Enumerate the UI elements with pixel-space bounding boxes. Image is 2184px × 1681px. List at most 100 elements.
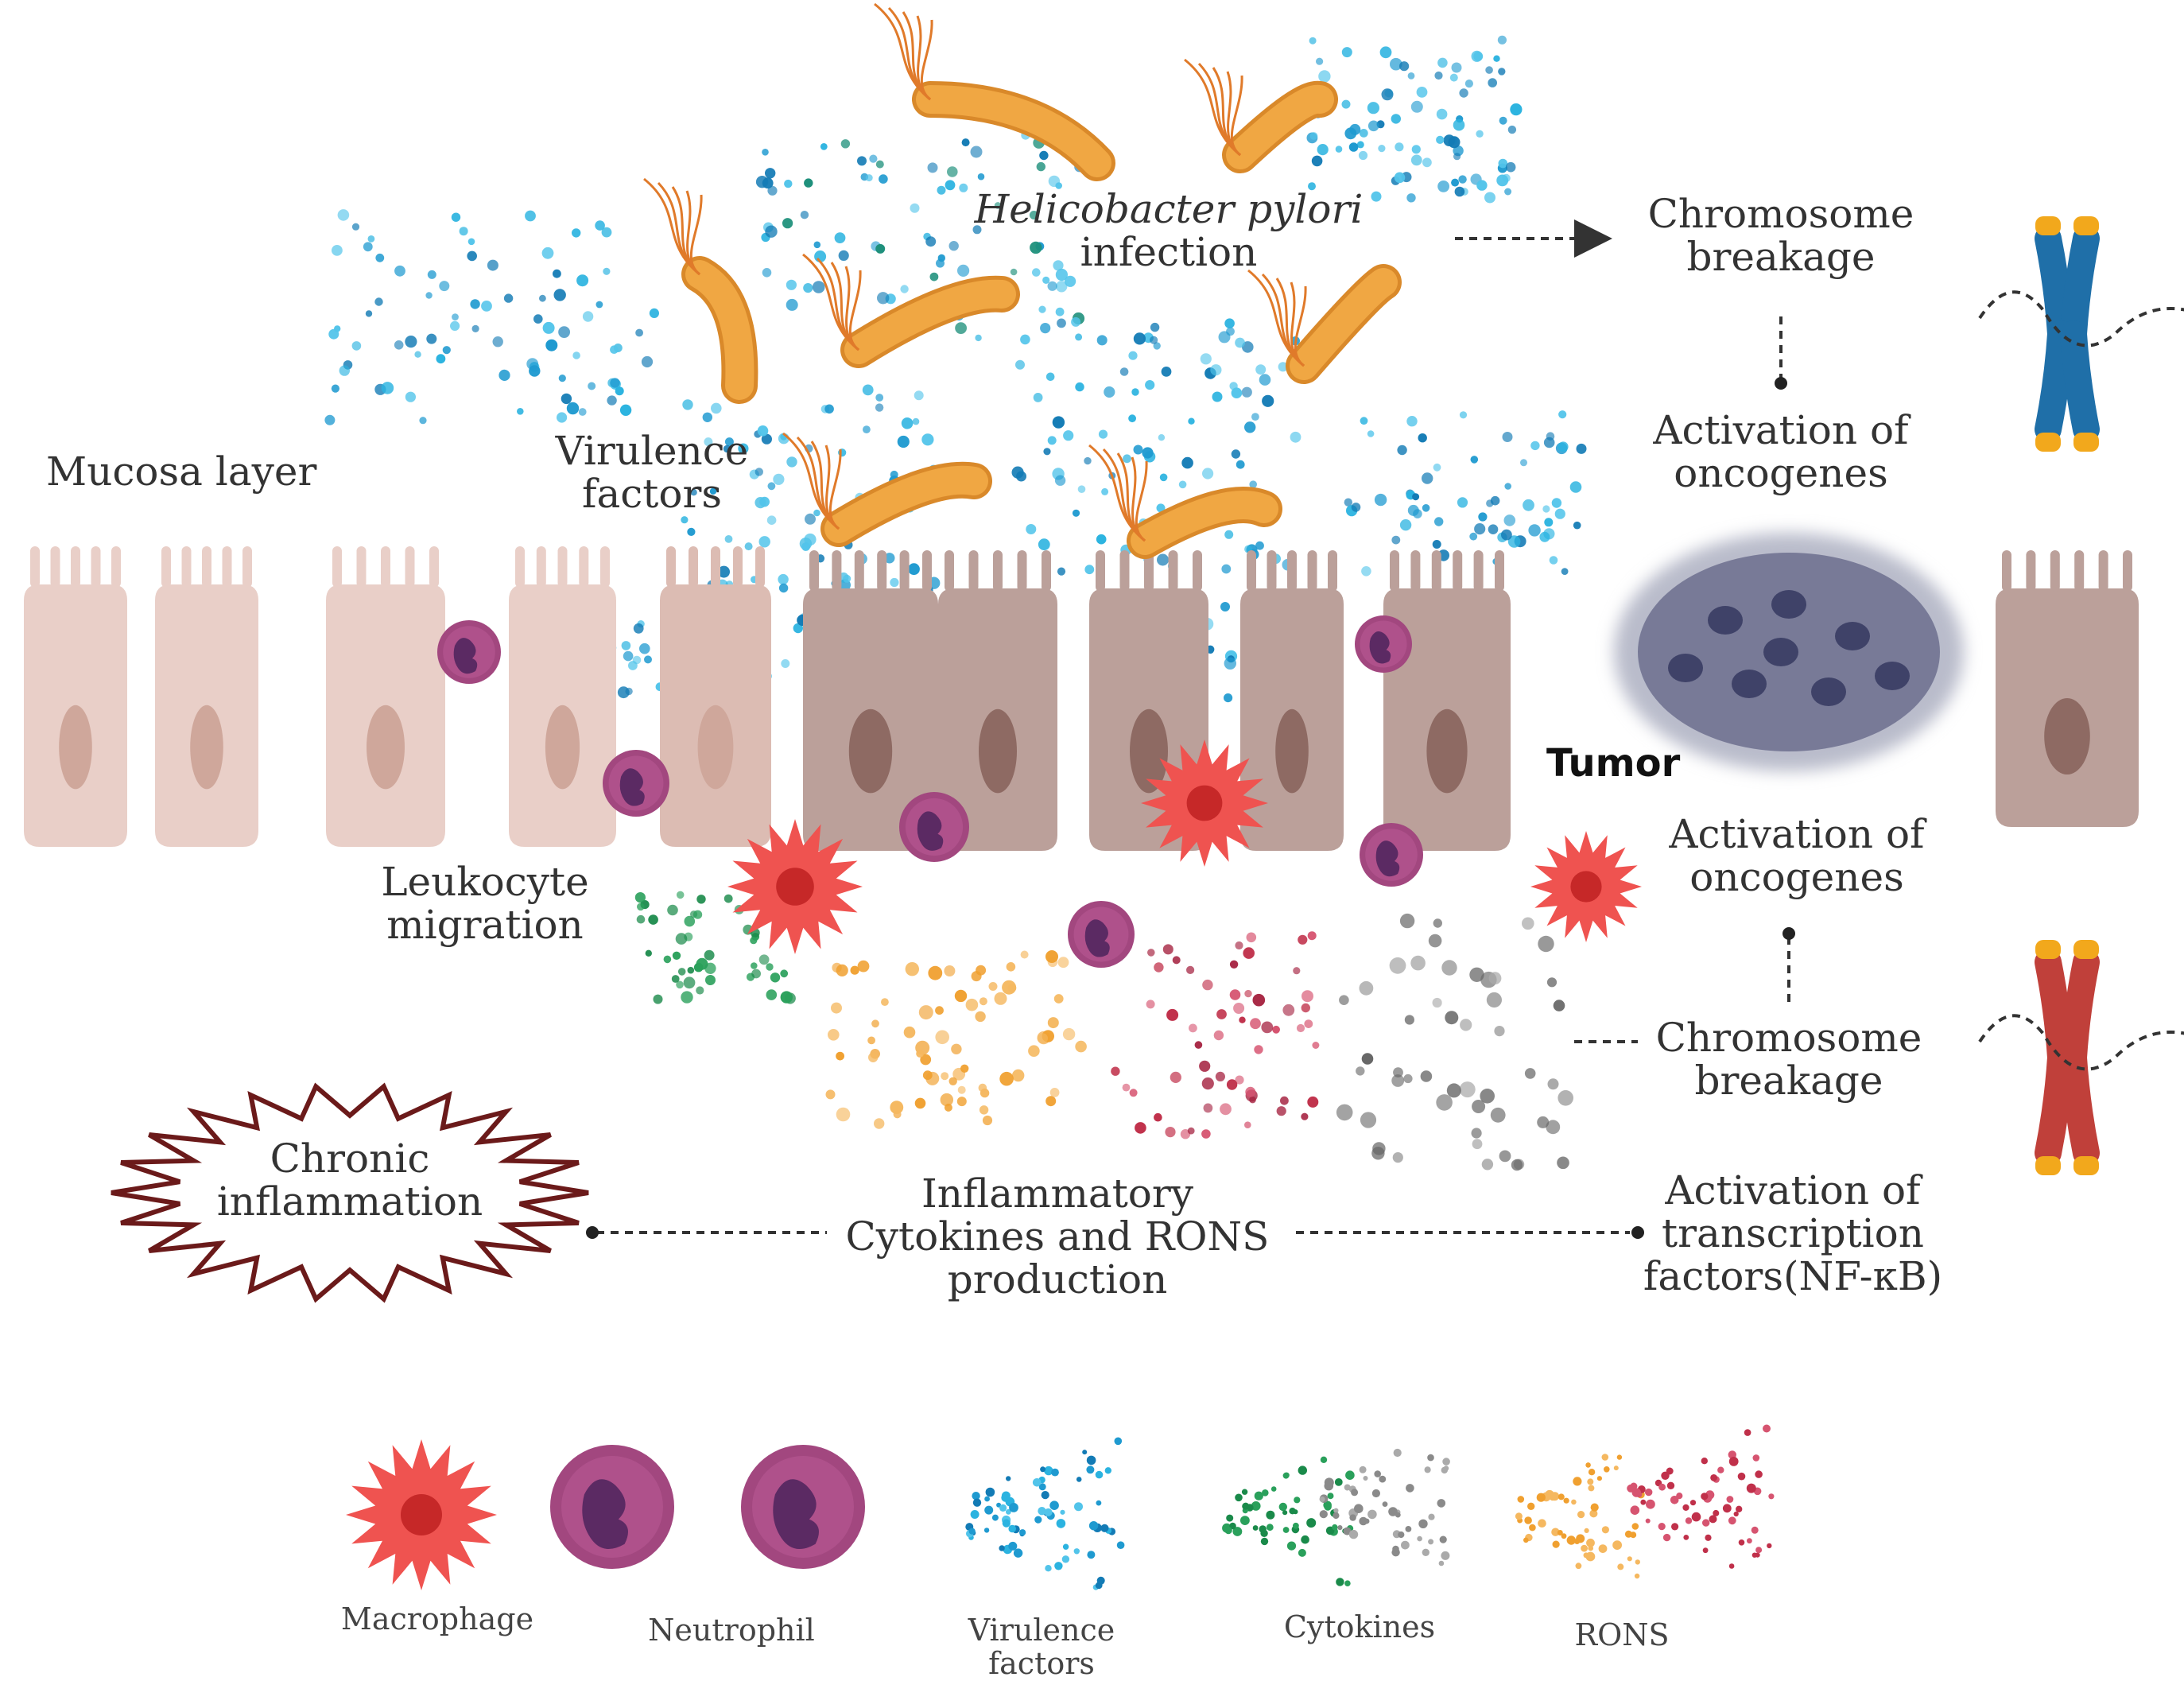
- dot: [857, 156, 867, 166]
- dot: [875, 403, 884, 412]
- dot: [1436, 1094, 1453, 1111]
- dot: [1363, 1476, 1368, 1481]
- dot: [1428, 1513, 1435, 1520]
- dot: [1391, 1074, 1405, 1087]
- dot: [762, 177, 774, 189]
- dot: [1397, 445, 1407, 456]
- microvillus: [1119, 550, 1130, 592]
- dot: [1446, 1083, 1461, 1098]
- dot: [937, 185, 946, 195]
- dot: [619, 404, 632, 416]
- dot: [1563, 1497, 1569, 1504]
- dot: [1488, 524, 1499, 534]
- dot: [1008, 1541, 1018, 1551]
- dot: [1358, 150, 1368, 161]
- dot: [862, 384, 874, 396]
- dot: [1666, 1467, 1674, 1475]
- label-hp-infection: Helicobacter pylori infection: [974, 186, 1364, 275]
- microvillus: [993, 550, 1003, 592]
- dot: [1212, 391, 1223, 402]
- dot: [1566, 1535, 1577, 1545]
- dot: [1551, 1528, 1560, 1536]
- tumor-nucleus: [1763, 638, 1798, 666]
- dot: [1571, 1499, 1577, 1505]
- dot: [653, 994, 663, 1004]
- microvillus: [1390, 550, 1399, 592]
- dot: [955, 322, 967, 334]
- dot: [975, 1011, 986, 1023]
- dot: [1356, 1066, 1365, 1076]
- connector-dot: [586, 1226, 599, 1239]
- dot: [782, 218, 793, 229]
- dot: [1631, 1488, 1641, 1497]
- dot: [1458, 175, 1467, 184]
- label-chromosome-breakage-bottom: Chromosome breakage: [1655, 1015, 1922, 1104]
- dot: [1123, 454, 1131, 464]
- dot: [1293, 1522, 1299, 1529]
- connector-dot: [1631, 1226, 1644, 1239]
- microvillus: [832, 550, 842, 592]
- dot: [1077, 485, 1086, 493]
- dot: [1309, 37, 1317, 45]
- dot: [877, 292, 890, 305]
- dot: [1682, 1504, 1689, 1511]
- chromatid-arm: [2060, 949, 2100, 1071]
- dot: [1262, 1489, 1269, 1497]
- dot: [1045, 1565, 1052, 1572]
- dot: [960, 1064, 969, 1073]
- dot: [1252, 1525, 1259, 1531]
- dot: [1670, 1496, 1679, 1504]
- dot: [951, 1043, 962, 1055]
- dot: [1239, 1016, 1246, 1023]
- dot: [1336, 1578, 1344, 1586]
- label-activation-oncogenes-top: Activation of oncogenes: [1653, 407, 1909, 496]
- dot: [558, 375, 566, 382]
- dot: [1053, 260, 1064, 271]
- microvillus: [202, 546, 211, 588]
- dot: [1226, 1079, 1238, 1090]
- dot: [972, 1498, 982, 1507]
- dot: [1063, 430, 1074, 441]
- dot: [1546, 1120, 1561, 1135]
- dot: [1710, 1474, 1718, 1481]
- dot: [1449, 73, 1458, 82]
- dot: [351, 223, 360, 231]
- dot: [1252, 993, 1266, 1007]
- label-chromosome-breakage-top: Chromosome breakage: [1647, 191, 1914, 280]
- dot: [1096, 1576, 1105, 1585]
- dot: [1406, 416, 1418, 427]
- infected-cell: [1240, 550, 1344, 851]
- dot: [1026, 524, 1037, 534]
- dot: [1034, 1516, 1042, 1524]
- dot: [1016, 471, 1026, 482]
- dot: [1691, 1512, 1701, 1522]
- microvillus: [968, 550, 979, 592]
- dot: [801, 542, 810, 551]
- dot: [1480, 1089, 1495, 1104]
- dot: [1278, 362, 1288, 372]
- dot: [1472, 1100, 1486, 1113]
- dot: [1428, 934, 1442, 948]
- dot: [578, 408, 587, 416]
- dot: [1627, 1556, 1632, 1562]
- dot: [875, 394, 884, 402]
- dot: [1241, 1489, 1248, 1495]
- legend-label-cytokines: Cytokines: [1283, 1609, 1436, 1644]
- dot: [970, 146, 983, 158]
- legend-label-macrophage: Macrophage: [340, 1601, 534, 1636]
- dot: [718, 565, 730, 578]
- tumor-nucleus: [1771, 590, 1806, 619]
- dot: [1404, 1015, 1414, 1025]
- dot: [1558, 441, 1569, 452]
- macrophage-cell: [1141, 740, 1268, 867]
- dot: [1601, 1454, 1609, 1461]
- dot: [940, 1093, 954, 1107]
- dot: [1189, 1023, 1197, 1033]
- dot: [1042, 276, 1050, 284]
- dot: [1261, 1021, 1274, 1034]
- dot: [1547, 1078, 1559, 1090]
- dot: [1561, 1533, 1567, 1539]
- dot: [615, 386, 624, 396]
- microvillus: [71, 546, 80, 588]
- dot: [1166, 1008, 1179, 1021]
